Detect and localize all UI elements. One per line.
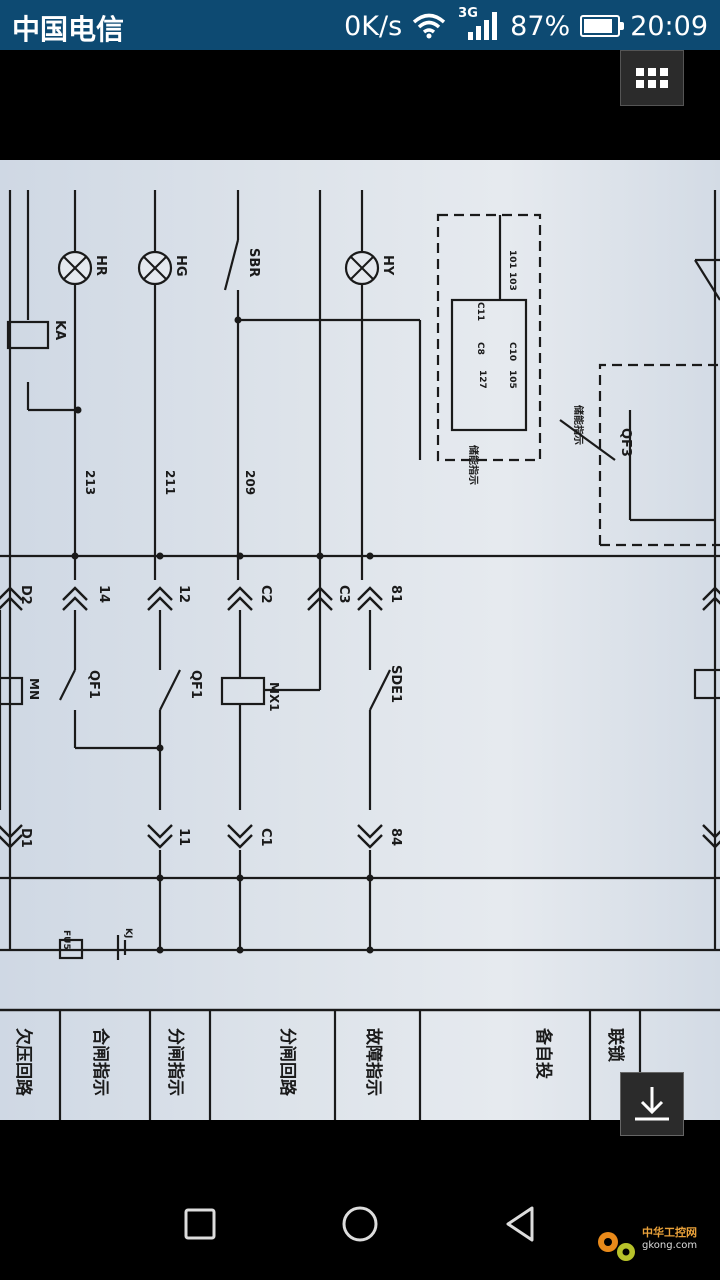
grid-menu-icon <box>636 68 668 88</box>
terminal-block-label: 105 <box>507 370 517 389</box>
watermark-site: 中华工控网 <box>642 1226 697 1239</box>
terminal-label: 81 <box>388 585 403 603</box>
download-icon <box>635 1087 669 1121</box>
gear-icon <box>598 1232 635 1261</box>
lamp-label: HY <box>380 255 395 276</box>
wire-number: 209 <box>243 470 257 495</box>
row-label: 联锁 <box>605 1028 626 1062</box>
terminal-block-label: C10 <box>507 342 517 361</box>
home-button[interactable] <box>330 1194 390 1254</box>
wifi-icon <box>413 13 446 39</box>
terminal-label: C1 <box>258 828 273 847</box>
terminal-block-label: 101 <box>507 250 517 269</box>
back-button[interactable] <box>490 1194 550 1254</box>
contact-label: QF1 <box>86 670 101 699</box>
watermark-url: gkong.com <box>642 1240 698 1251</box>
watermark: 中华工控网 gkong.com <box>592 1220 712 1272</box>
terminal-label: C3 <box>336 585 351 604</box>
navigation-bar: 中华工控网 gkong.com <box>0 1180 720 1280</box>
terminal-label: 12 <box>176 585 191 603</box>
back-icon <box>506 1206 534 1242</box>
terminal-label: 14 <box>96 585 111 603</box>
lamp-label: HR <box>93 255 108 276</box>
coil-label: MX1 <box>267 682 281 712</box>
contact-label: SDE1 <box>388 665 403 703</box>
recent-apps-button[interactable] <box>170 1194 230 1254</box>
download-button[interactable] <box>620 1072 684 1136</box>
lamp-label: HG <box>173 255 188 277</box>
terminal-label: D1 <box>18 828 33 848</box>
row-label: 欠压回路 <box>13 1028 34 1097</box>
row-label: 合闸指示 <box>90 1028 111 1096</box>
row-label: 故障指示 <box>363 1028 384 1096</box>
note-label: 储能指示 <box>572 404 585 445</box>
recent-apps-icon <box>184 1208 216 1240</box>
terminal-block-label: 127 <box>477 370 487 389</box>
network-type: 3G <box>458 6 478 21</box>
battery-icon <box>580 15 625 37</box>
carrier-name: 中国电信 <box>12 13 125 46</box>
terminal-label: 84 <box>388 828 403 846</box>
grid-menu-button[interactable] <box>620 50 684 106</box>
terminal-label: C2 <box>258 585 273 604</box>
terminal-block-label: C11 <box>475 302 485 321</box>
terminal-label: 11 <box>176 828 191 846</box>
contact-label: QF1 <box>188 670 203 699</box>
terminal-block-label: C8 <box>475 342 485 355</box>
contact-label: QF3 <box>618 428 633 457</box>
home-icon <box>342 1206 378 1242</box>
wire-number: 211 <box>163 470 177 495</box>
note-label: 储能指示 <box>467 444 480 485</box>
fuse-label: FU5 <box>61 930 71 950</box>
coil-label: MN <box>27 678 41 700</box>
terminal-label: D2 <box>18 585 33 605</box>
cell-signal-icon: 3G <box>456 6 500 42</box>
wire-number: 213 <box>83 470 97 495</box>
status-bar: 中国电信 0K/s 3G 87% 20:09 <box>0 0 720 50</box>
network-speed: 0K/s <box>344 10 403 42</box>
relay-label: KA <box>52 320 67 340</box>
battery-percent: 87% <box>510 10 571 42</box>
row-label: 分闸指示 <box>165 1028 186 1096</box>
row-label: 分闸回路 <box>277 1028 298 1097</box>
switch-label: SBR <box>246 248 261 277</box>
ground-label: KJ <box>123 928 133 938</box>
terminal-block-label: 103 <box>507 272 517 291</box>
row-label: 备自投 <box>533 1027 554 1079</box>
clock: 20:09 <box>630 10 708 42</box>
